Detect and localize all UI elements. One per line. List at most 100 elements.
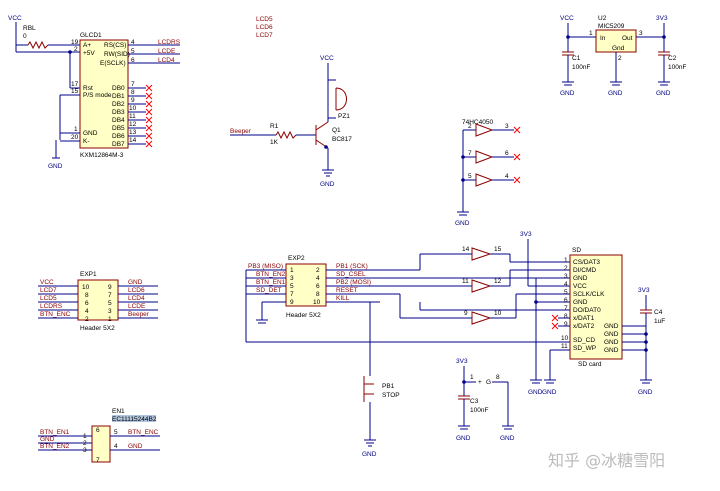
encoder-section: EN1 EC11115244B2 BTN_EN1 GND BTN_EN2 1 2… [38,408,160,464]
header-pin: 9 [108,284,112,291]
sd-pin-name: x/DAT2 [573,323,595,330]
exp1-part: Header 5X2 [80,325,115,332]
en1-pin: 2 [83,440,87,447]
sd-pin-num: 11 [561,343,568,350]
header-pin: 4 [316,275,320,282]
en1-pin: 5 [114,429,118,436]
buffer-gate [471,247,492,261]
sd-body [569,254,623,360]
net-label: GND [40,436,55,443]
glcd-pin-name: +5V [83,50,95,57]
glcd-pin-num: 20 [71,134,79,141]
c3-ref: C3 [470,398,479,405]
vcc-label: VCC [320,55,334,62]
gnd-label: GND [456,435,471,442]
glcd-section: VCC RBL 0 GLCD1 KXM12864M-3 A+ 19 +5V 2 … [8,15,181,170]
piezo-buzzer [335,87,347,111]
net-label: SD_CSEL [336,271,366,278]
sd-pin-name: CS/DAT3 [573,259,600,266]
hc4050-section: 74HC4050 2 3 7 6 5 4 GND [455,119,521,227]
gnd-label: GND [320,181,335,188]
gate-pin: 14 [462,246,470,253]
glcd-pin-name: E(SCLK) [100,60,126,67]
v3-label: 3V3 [456,358,468,365]
gate-pin: 5 [468,173,472,180]
u2-pin-name: In [600,35,606,42]
gnd-label: GND [528,389,543,396]
exp2-ref: EXP2 [288,255,305,262]
u2-pin-name: Gnd [612,45,625,52]
gnd-label: GND [608,90,623,97]
sd-pin-name: SD_WP [573,345,596,352]
rbl-ref: RBL [23,25,36,32]
net-label: LCD6 [256,24,273,31]
en1-part-highlight [112,415,156,422]
header-pin: 6 [85,300,89,307]
glcd-pin-num: 6 [131,57,135,64]
u2-pin-name: Out [622,35,633,42]
sd-pin-num: 5 [564,289,568,296]
c4-value: 1uF [654,318,665,325]
net-label: LCD5 [256,16,273,23]
power-pin: 1 [470,374,474,381]
sd-part: SD card [578,361,602,368]
gate-pin: 12 [494,278,502,285]
sd-pin-num: 3 [564,273,568,280]
sd-ref: SD [572,247,581,254]
glcd-pin-num: 7 [131,81,135,88]
gnd-label: GND [455,220,470,227]
gate-pin: 2 [468,123,472,130]
header-pin: 6 [316,283,320,290]
net-label: SD_DET [256,287,282,294]
glcd-pin-num: 12 [129,121,137,128]
glcd-pin-name: DB5 [112,125,125,132]
net-label: GND [128,443,143,450]
buffer-gate [475,123,494,137]
gate-pin: 9 [464,310,468,317]
net-label: BTN_EN2 [40,443,70,450]
glcd-pin-num: 2 [74,46,78,53]
header-pin: 3 [108,308,112,315]
en1-pin: 6 [96,427,100,434]
gnd-label: GND [638,389,653,396]
gate-pin: 6 [505,150,509,157]
gnd-label: GND [656,90,671,97]
regulator-section: VCC C1 100nF GND U2 MIC5209 In Out Gnd 1… [560,15,686,97]
header-pin: 8 [316,291,320,298]
glcd-pin-num: 10 [129,105,137,112]
net-label: LCD7 [256,32,273,39]
sd-pin-name: DO/DAT0 [573,307,601,314]
net-label: Beeper [230,128,252,135]
gate-pin: 7 [468,150,472,157]
glcd-pin-name: A+ [83,42,91,49]
glcd-ref: GLCD1 [80,32,102,39]
net-label: BTN_EN2 [256,271,286,278]
sd-pin-name: GND [604,347,619,354]
u2-ref: U2 [598,15,607,22]
glcd-pin-name: DB3 [112,109,125,116]
c2-value: 100nF [668,64,686,71]
sd-card-section: SD SD card 1 2 3 4 5 6 7 8 9 10 11 CS/DA… [542,247,665,396]
glcd-gnd-label: GND [48,163,63,170]
sd-pin-name: DI/CMD [573,267,596,274]
sd-pin-name: SD_CD [573,337,595,344]
sd-pin-name: GND [573,275,588,282]
exp2-body [285,263,327,307]
glcd-pin-num: 1 [74,126,78,133]
en1-pin: 4 [114,443,118,450]
glcd-pin-num: 17 [71,81,79,88]
gate-pin: 11 [462,278,469,285]
sd-pin-name: GND [573,299,588,306]
gate-pin: 10 [494,310,502,317]
glcd-pin-num: 4 [131,39,135,46]
c1-ref: C1 [572,55,581,62]
net-label: LCD4 [158,57,175,64]
sd-pin-num: 2 [564,265,568,272]
glcd-pin-name: DB1 [112,93,125,100]
net-label: LCDE [158,48,176,55]
rbl-resistor [27,40,49,50]
sd-pin-name: GND [604,323,619,330]
net-label: VCC [40,279,54,286]
header-pin: 7 [290,291,294,298]
net-label: RESET [336,287,358,294]
